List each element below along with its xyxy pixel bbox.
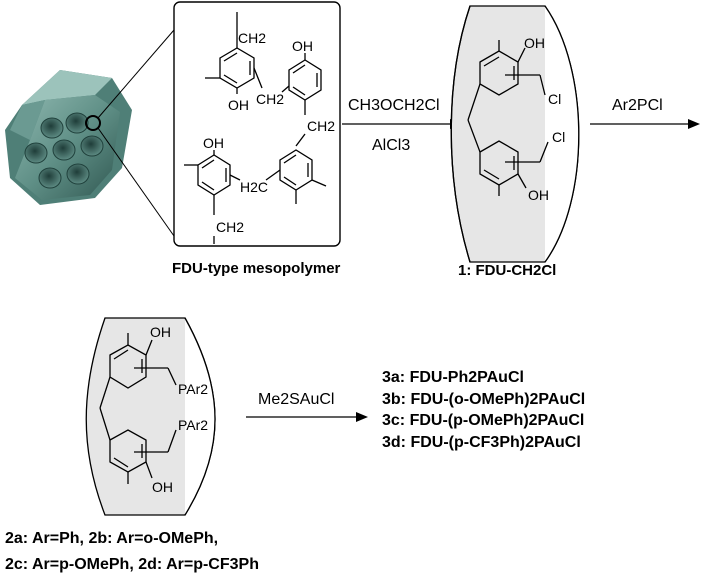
compound1-structure: [467, 40, 549, 196]
oh-label-c2-top: OH: [150, 324, 171, 340]
step2-reagent: Ar2PCl: [612, 97, 663, 114]
cl-label-c1-bottom: Cl: [552, 129, 565, 145]
oh-label-ring4: OH: [203, 135, 224, 151]
oh-label-ring2: OH: [292, 38, 313, 54]
par2-label-c2-bottom: PAr2: [178, 417, 208, 433]
oh-label-c1-top: OH: [524, 35, 545, 51]
oh-label-c1-bottom: OH: [528, 187, 549, 203]
oh-label-ring1: OH: [228, 97, 249, 113]
step1-reagent-top: CH3OCH2Cl: [348, 97, 440, 114]
compound2-structure: [99, 333, 177, 484]
ch2-label-top: CH2: [238, 30, 266, 46]
polymer-structure-box: [173, 1, 341, 247]
mesoporous-rod-illustration: [5, 29, 175, 237]
step3-reagent: Me2SAuCl: [258, 391, 334, 408]
product-3c: 3c: FDU-(p-OMePh)2PAuCl: [382, 412, 585, 429]
ch2-label-bridge2: CH2: [307, 118, 335, 134]
compound2-atom-labels: OH PAr2 PAr2 OH: [150, 324, 208, 495]
oh-label-c2-bottom: OH: [152, 479, 173, 495]
compound1-atom-labels: OH Cl Cl OH: [524, 35, 565, 203]
product-3b: 3b: FDU-(o-OMePh)2PAuCl: [382, 390, 586, 408]
polymer-atom-labels: CH2 OH CH2 OH CH2 OH H2C CH2: [203, 30, 335, 235]
arrow-step1: [342, 119, 462, 129]
product-3a: 3a: FDU-Ph2PAuCl: [382, 369, 524, 386]
compound1-pore-wall: [450, 5, 580, 263]
compound2-pore-wall: [85, 317, 216, 516]
ch2-label-bottom: CH2: [216, 219, 244, 235]
compound2-caption-line2: 2c: Ar=p-OMePh, 2d: Ar=p-CF3Ph: [5, 556, 259, 573]
cl-label-c1-top: Cl: [548, 91, 561, 107]
par2-label-c2-top: PAr2: [178, 381, 208, 397]
compound1-label: 1: FDU-CH2Cl: [458, 262, 556, 279]
arrow-step2: [590, 119, 700, 129]
arrow-step3: [246, 412, 368, 422]
ch2-label-bridge1: CH2: [256, 91, 284, 107]
step1-reagent-bottom: AlCl3: [372, 137, 410, 154]
fdu-mesopolymer-label: FDU-type mesopolymer: [172, 260, 341, 277]
compound2-caption-line1: 2a: Ar=Ph, 2b: Ar=o-OMePh,: [5, 530, 219, 547]
product-3d: 3d: FDU-(p-CF3Ph)2PAuCl: [382, 433, 581, 451]
h2c-label-bridge3: H2C: [240, 179, 268, 195]
product-list: 3a: FDU-Ph2PAuCl 3b: FDU-(o-OMePh)2PAuCl…: [382, 367, 585, 453]
